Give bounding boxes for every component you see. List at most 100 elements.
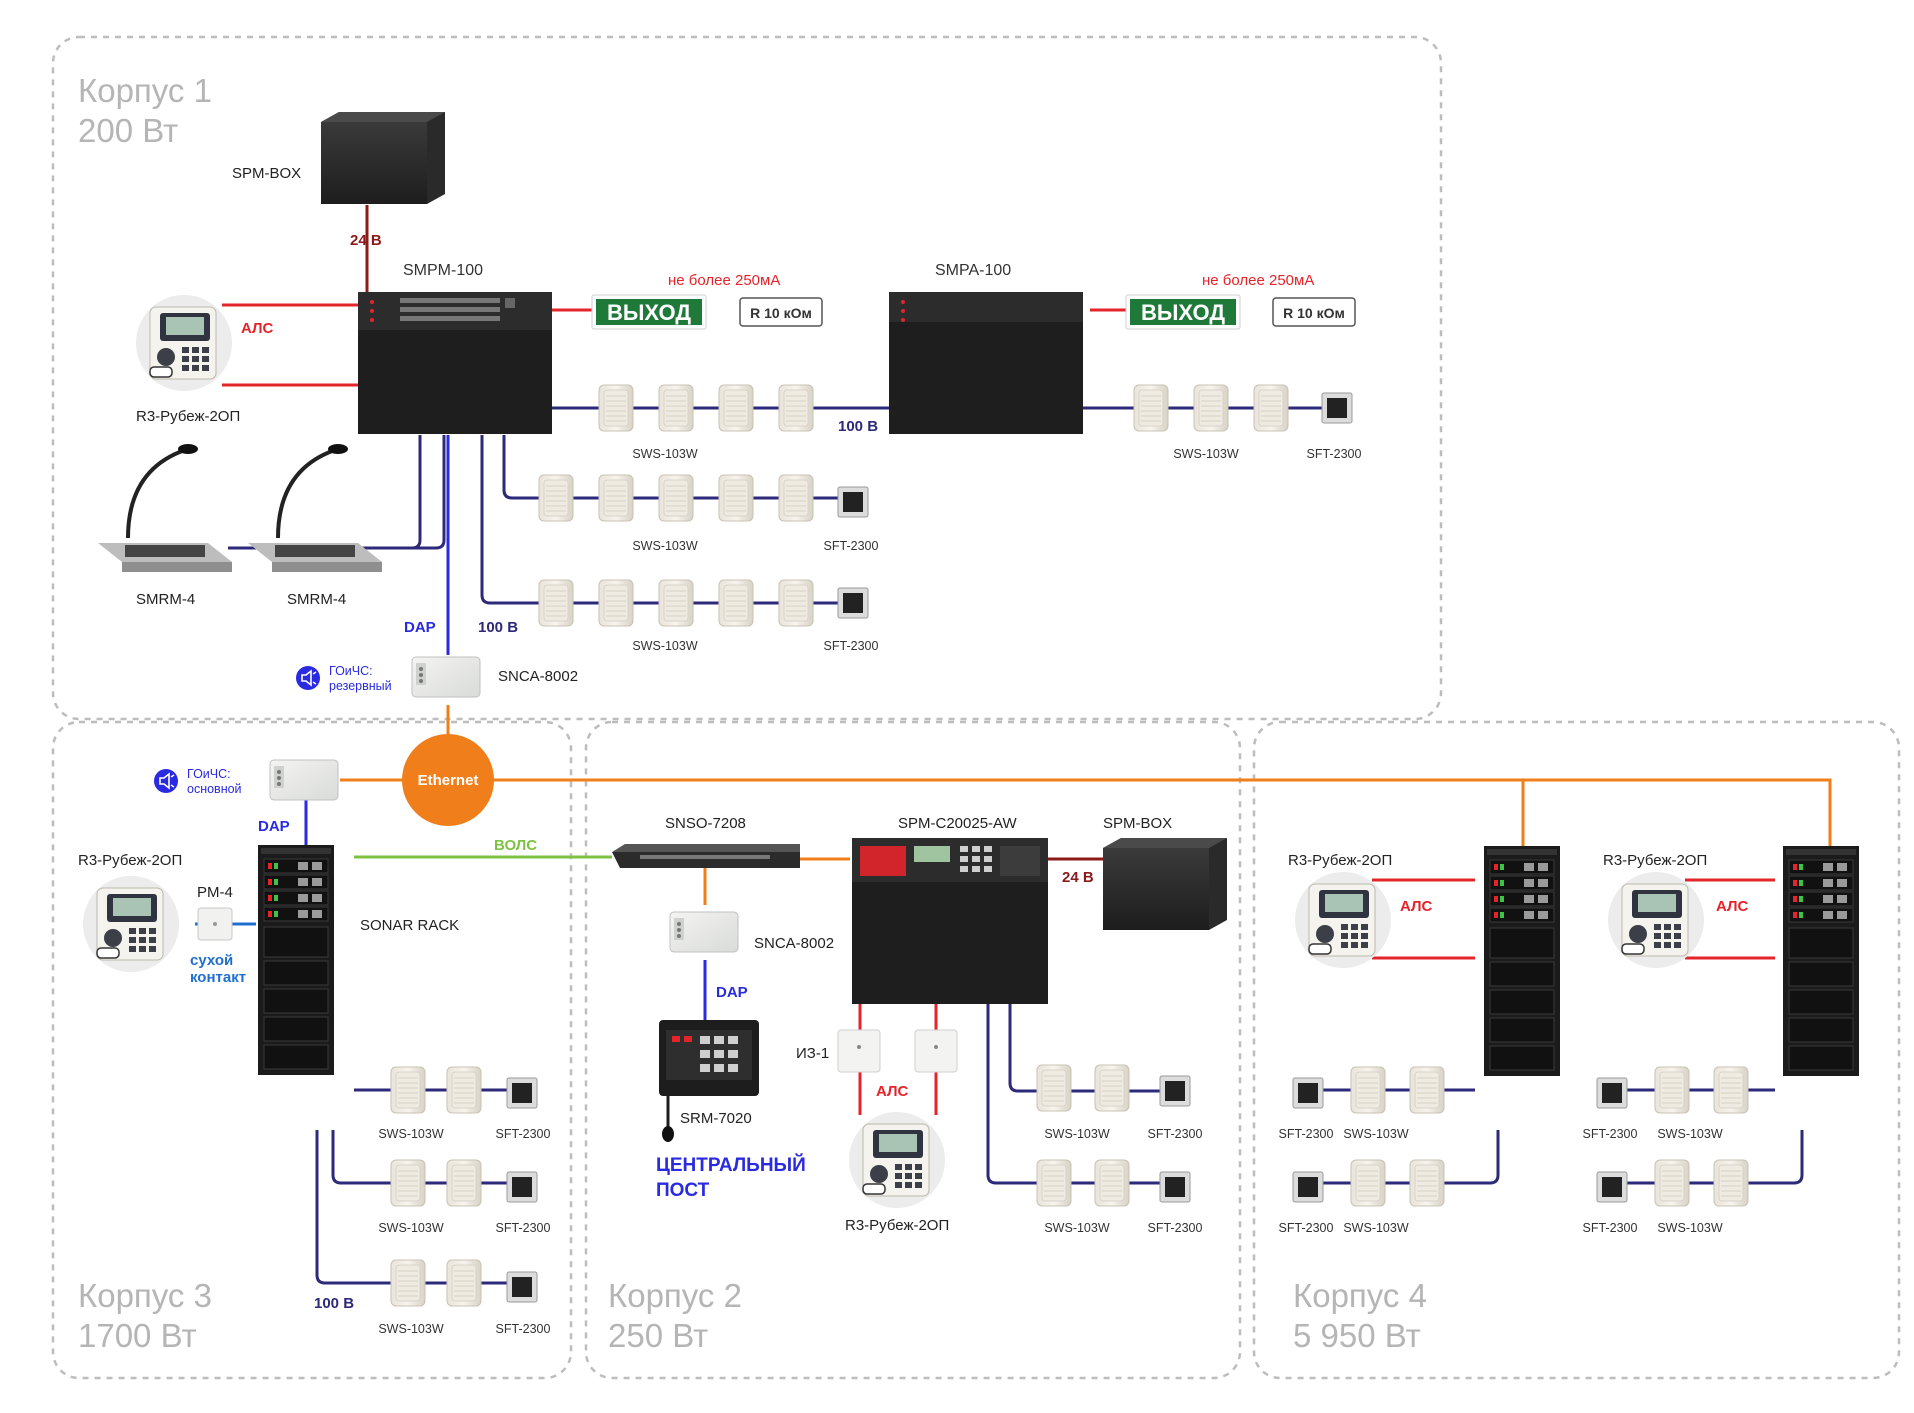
rack-zone4-a	[1483, 845, 1561, 1077]
zone-2-border	[584, 720, 1242, 1380]
smrm-4-2	[248, 444, 382, 572]
limit-label-2: не более 250мА	[1202, 272, 1314, 289]
snso-7208-label: SNSO-7208	[665, 815, 746, 832]
sws-label-z3-r2: SWS-103W	[378, 1221, 443, 1235]
sws-label-z4a-r2: SWS-103W	[1343, 1221, 1408, 1235]
sws-label-z1-smpa: SWS-103W	[1173, 447, 1238, 461]
go-reserve-icon	[295, 665, 321, 691]
smrm-4-1	[98, 444, 232, 572]
sft-label-z3-r2: SFT-2300	[496, 1221, 551, 1235]
sft-label-z1-r3: SFT-2300	[824, 639, 879, 653]
zone-3-power: 1700 Вт	[78, 1317, 197, 1354]
r3-rubezh-zone3	[82, 875, 180, 973]
zone-1-power: 200 Вт	[78, 112, 178, 149]
sonar-rack	[257, 844, 335, 1076]
spm-box-zone1	[321, 112, 445, 204]
resistor-1-text: R 10 кОм	[750, 305, 812, 321]
sws-label-z4b-r1: SWS-103W	[1657, 1127, 1722, 1141]
spm-c20025-aw	[852, 838, 1048, 1004]
go-main-line1: ГОиЧС:	[187, 767, 231, 781]
ethernet-hub	[402, 734, 494, 826]
smrm-4-1-label: SMRM-4	[136, 591, 195, 608]
speakers-zone3	[390, 1066, 538, 1307]
rack-zone4-b	[1782, 845, 1860, 1077]
sft-label-z2-r2: SFT-2300	[1148, 1221, 1203, 1235]
sws-label-z3-r1: SWS-103W	[378, 1127, 443, 1141]
wire-smrm-1	[228, 435, 422, 550]
r3-rubezh-zone4-b	[1607, 871, 1705, 969]
spm-c20025-aw-label: SPM-C20025-AW	[898, 815, 1017, 832]
srm-7020	[659, 1020, 759, 1142]
label-100v-zone3: 100 В	[314, 1295, 354, 1312]
spm-box-zone2	[1103, 838, 1227, 930]
exit-sign-2-text: ВЫХОД	[1141, 300, 1225, 325]
snca-8002-zone1-label: SNCA-8002	[498, 668, 578, 685]
smpm-100-label: SMPM-100	[403, 262, 483, 279]
wire-ethernet-backbone	[340, 778, 1832, 846]
central-post-line1: ЦЕНТРАЛЬНЫЙ	[656, 1154, 806, 1176]
label-als-zone4-b: АЛС	[1716, 898, 1749, 915]
wire-z4a-line2	[1303, 1130, 1500, 1185]
label-24v-zone1: 24 В	[350, 232, 382, 249]
smpm-100	[358, 292, 552, 434]
snso-7208	[612, 844, 800, 868]
wire-smrm-2	[380, 435, 446, 550]
zone-3-border	[51, 720, 573, 1380]
wires	[195, 205, 1832, 1285]
r3-rubezh-zone1-label: R3-Рубеж-2ОП	[136, 408, 240, 425]
resistor-1	[739, 297, 823, 327]
spm-box-zone1-label: SPM-BOX	[232, 165, 301, 182]
sonar-rack-label: SONAR RACK	[360, 917, 459, 934]
smrm-4-2-label: SMRM-4	[287, 591, 346, 608]
wire-z2-line1	[1008, 1003, 1180, 1093]
zone-4-power: 5 950 Вт	[1293, 1317, 1421, 1354]
iz-1-b	[914, 1029, 958, 1073]
go-reserve-line1: ГОиЧС:	[329, 664, 373, 678]
srm-7020-label: SRM-7020	[680, 1110, 752, 1127]
spm-box-zone2-label: SPM-BOX	[1103, 815, 1172, 832]
resistor-2	[1272, 297, 1356, 327]
sws-label-z1-r1: SWS-103W	[632, 447, 697, 461]
sws-label-z1-r2: SWS-103W	[632, 539, 697, 553]
zone-2-power: 250 Вт	[608, 1317, 708, 1354]
go-main-line2: основной	[187, 782, 242, 796]
pm-4	[197, 907, 233, 941]
iz-1-a	[837, 1029, 881, 1073]
snca-8002-zone2	[669, 911, 739, 953]
wire-100v-line2	[502, 435, 840, 500]
ethernet-label: Ethernet	[418, 772, 479, 789]
sws-label-z1-r3: SWS-103W	[632, 639, 697, 653]
r3-rubezh-zone2	[848, 1111, 946, 1209]
zone-3-name: Корпус 3	[78, 1277, 212, 1314]
smpa-100-label: SMPA-100	[935, 262, 1011, 279]
label-100v-zone1: 100 В	[478, 619, 518, 636]
label-dap-zone3: DAP	[258, 818, 290, 835]
zone-1-name: Корпус 1	[78, 72, 212, 109]
sws-label-z2-r2: SWS-103W	[1044, 1221, 1109, 1235]
sws-label-z2-r1: SWS-103W	[1044, 1127, 1109, 1141]
wire-z3-line2	[331, 1130, 510, 1185]
go-main-icon	[153, 768, 179, 794]
wire-100v-line3	[480, 435, 840, 605]
r3-rubezh-zone4-b-label: R3-Рубеж-2ОП	[1603, 852, 1707, 869]
iz-1-label: ИЗ-1	[796, 1045, 829, 1062]
resistor-2-text: R 10 кОм	[1283, 305, 1345, 321]
exit-sign-1-text: ВЫХОД	[607, 300, 691, 325]
zone-borders	[51, 35, 1901, 1380]
snca-8002-zone3	[269, 759, 339, 801]
label-24v-zone2: 24 В	[1062, 869, 1094, 886]
dry-contact-line1: сухой	[190, 952, 233, 969]
go-reserve-line2: резервный	[329, 679, 392, 693]
zone-4-border	[1252, 720, 1901, 1380]
smpa-100	[889, 292, 1083, 434]
pm-4-label: PM-4	[197, 884, 233, 901]
label-als-zone2: АЛС	[876, 1083, 909, 1100]
label-100v-z1-mid: 100 В	[838, 418, 878, 435]
sft-label-z3-r3: SFT-2300	[496, 1322, 551, 1336]
zone-1-border	[51, 35, 1443, 721]
sft-label-z4b-r2: SFT-2300	[1583, 1221, 1638, 1235]
r3-rubezh-zone1	[135, 294, 233, 392]
zone-4-name: Корпус 4	[1293, 1277, 1427, 1314]
r3-rubezh-zone4-a	[1294, 871, 1392, 969]
